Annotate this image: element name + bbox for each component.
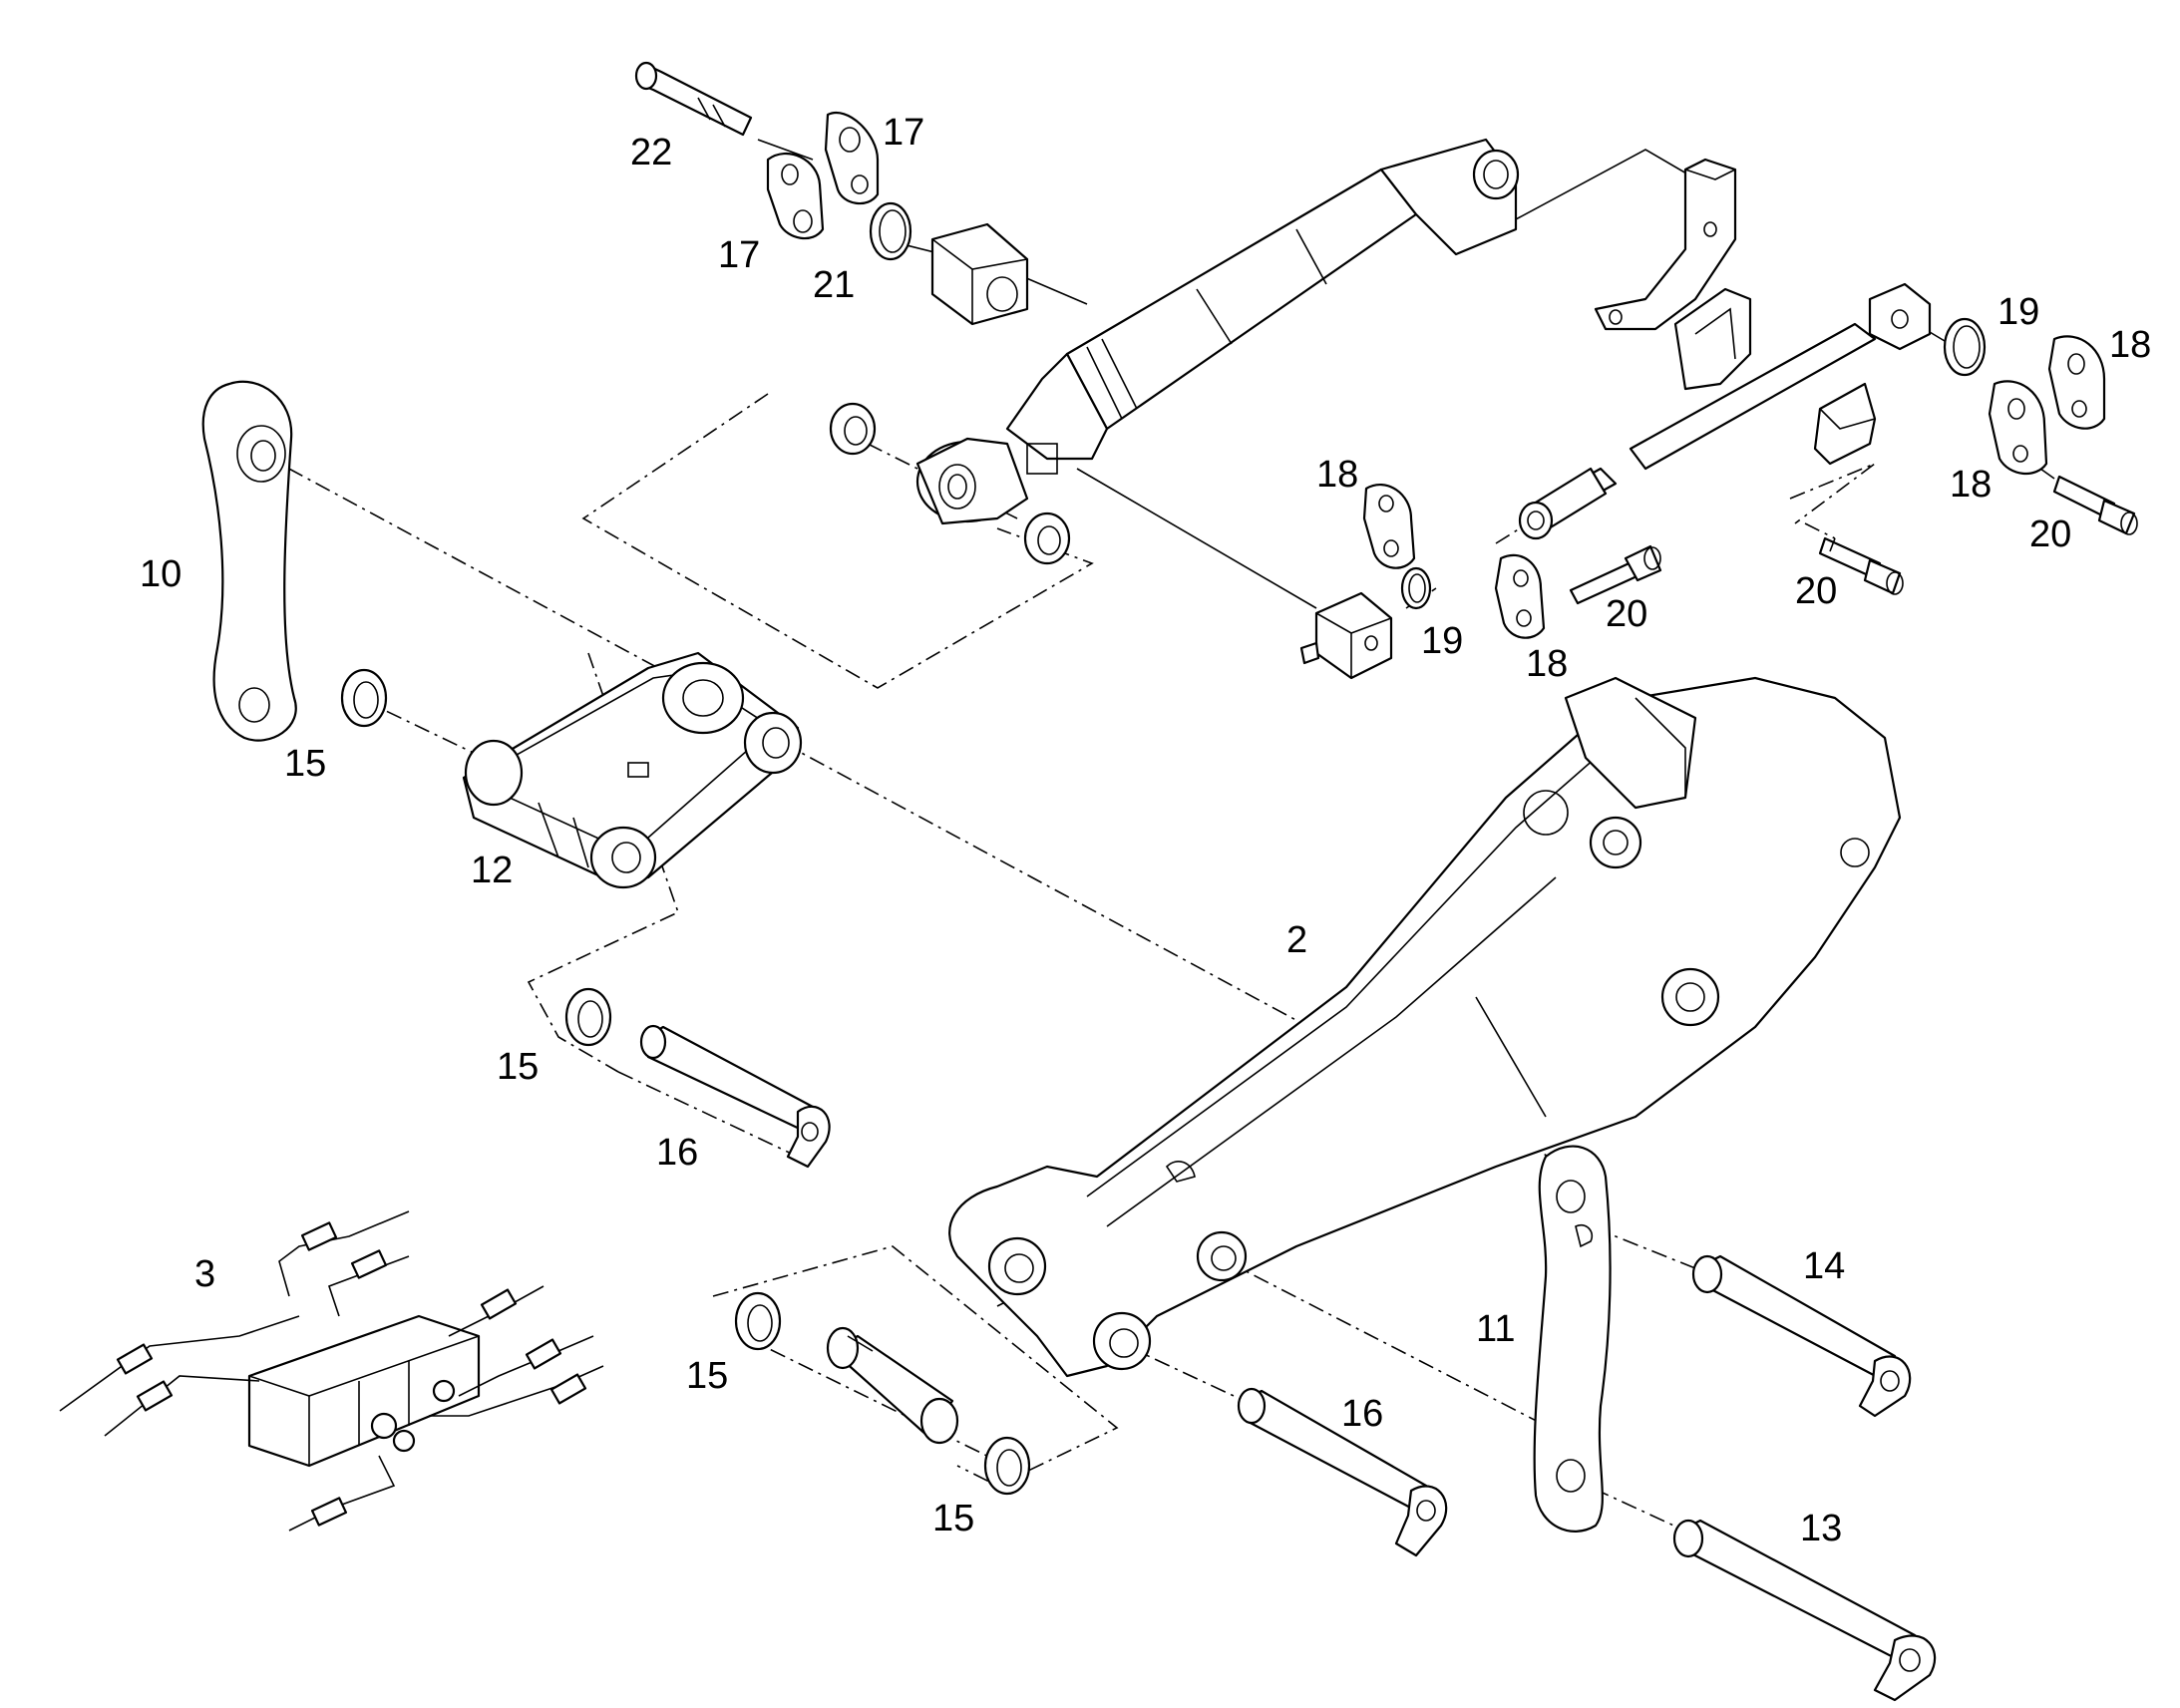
bushing-part-15-b <box>564 987 612 1047</box>
bushing-part-15-a <box>340 668 388 728</box>
bushing-cylinder-top <box>829 402 877 456</box>
bolt-part-20-a <box>1569 544 1662 605</box>
valve-block-part-3 <box>59 1210 604 1532</box>
pin-part-14 <box>1691 1254 1912 1418</box>
flange-half-part-18-a <box>2047 335 2106 430</box>
callout-11: 11 <box>1476 1308 1515 1350</box>
link-part-11 <box>1533 1145 1612 1533</box>
flange-half-part-18-d <box>1494 553 1546 639</box>
callout-19b: 19 <box>1421 620 1463 662</box>
pin-part-16-a <box>639 1024 831 1169</box>
bolt-part-20-c <box>2052 475 2138 535</box>
flange-half-part-17-upper <box>824 112 880 205</box>
bolt-part-20-b <box>1818 536 1904 595</box>
callout-19a: 19 <box>1998 291 2039 333</box>
pin-part-13 <box>1672 1519 1937 1702</box>
fitting-tube <box>1518 467 1608 540</box>
callout-labels: 2 3 10 11 12 13 14 15 15 15 15 16 16 17 … <box>140 112 2151 1549</box>
callout-10: 10 <box>140 553 182 595</box>
callout-20c: 20 <box>2029 513 2071 555</box>
callout-18d: 18 <box>1526 643 1568 685</box>
callout-13: 13 <box>1800 1508 1842 1549</box>
callout-18b: 18 <box>1950 464 1992 506</box>
callout-18c: 18 <box>1316 454 1358 496</box>
callout-15d: 15 <box>932 1498 974 1539</box>
hose-fittings <box>116 1221 587 1527</box>
hydraulic-cylinder <box>915 138 1520 525</box>
callout-2: 2 <box>1286 919 1307 961</box>
bushing-part-15-d <box>983 1436 1031 1496</box>
callout-16a: 16 <box>656 1132 698 1174</box>
boom-part-2 <box>948 676 1902 1378</box>
callout-3: 3 <box>194 1253 215 1295</box>
callout-17a: 17 <box>883 112 924 154</box>
bushing-cylinder-bottom <box>1023 512 1071 565</box>
callout-21: 21 <box>813 264 855 306</box>
o-ring-part-19-middle <box>1400 566 1432 610</box>
callout-15a: 15 <box>284 743 326 785</box>
callout-16b: 16 <box>1341 1393 1383 1435</box>
link-arm-part-10 <box>201 380 297 742</box>
callout-22: 22 <box>630 132 672 173</box>
callout-12: 12 <box>471 850 513 891</box>
o-ring-part-21 <box>869 201 912 261</box>
flange-half-part-18-b <box>1988 380 2048 476</box>
flange-half-part-18-c <box>1362 483 1416 569</box>
callout-18a: 18 <box>2109 324 2151 366</box>
sensor-block <box>1299 591 1393 680</box>
tilt-lever-part-12 <box>462 651 803 889</box>
mounting-bracket <box>1594 158 1737 331</box>
hose-clamp-bracket <box>1673 287 1752 391</box>
cylinder-port-block <box>930 222 1029 326</box>
callout-14: 14 <box>1803 1245 1845 1287</box>
spacer-tube <box>826 1326 959 1445</box>
pin-part-16-b <box>1237 1387 1448 1557</box>
callout-20a: 20 <box>1606 593 1647 635</box>
callout-20b: 20 <box>1795 570 1837 612</box>
bolt-part-22 <box>634 61 753 137</box>
flange-block-right <box>1868 282 1932 351</box>
bushing-part-15-c <box>734 1291 782 1351</box>
callout-15b: 15 <box>497 1046 539 1088</box>
flange-half-part-17-lower <box>766 152 825 240</box>
callout-15c: 15 <box>686 1355 728 1397</box>
o-ring-part-19-right <box>1943 317 1987 377</box>
callout-17b: 17 <box>718 234 760 276</box>
